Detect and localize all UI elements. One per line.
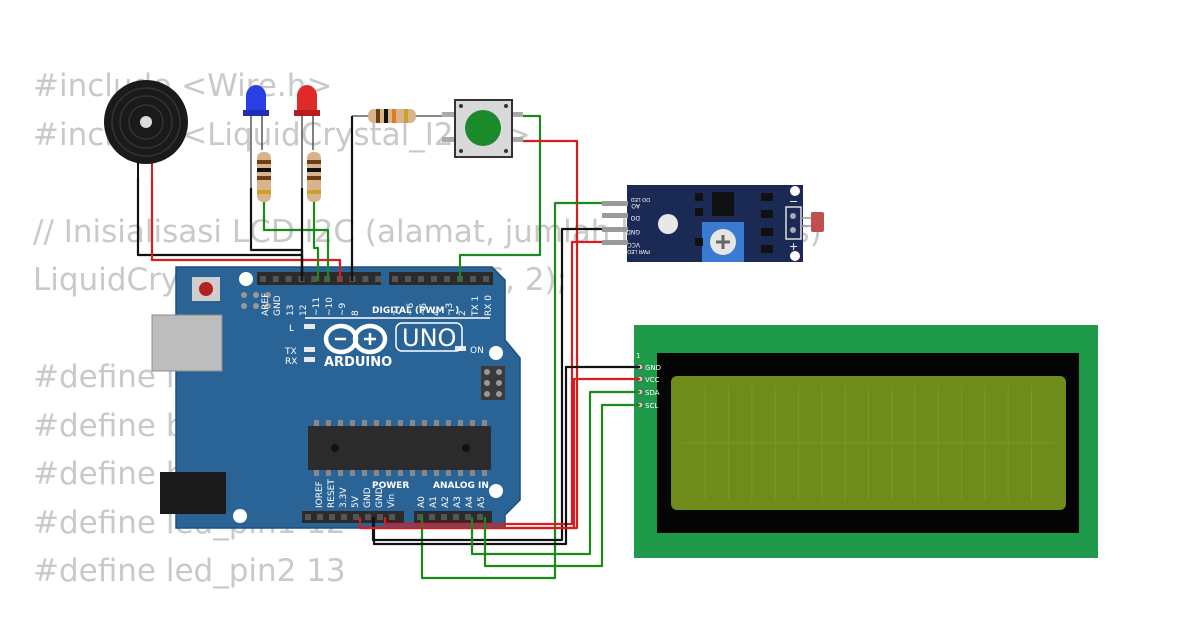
wire-blue-led-pin xyxy=(262,202,330,281)
wire-lcd-gnd xyxy=(372,365,640,546)
lcd-pin-label: SCL xyxy=(645,402,658,410)
rx-led-label: RX xyxy=(285,357,297,367)
do-led-label: DO LED xyxy=(631,196,650,202)
analog-pin-label: A4 xyxy=(465,496,475,508)
lcd-pin-label: GND xyxy=(645,364,661,372)
digital-pin-label: TX 1 xyxy=(471,296,481,317)
lcd-1602-i2c[interactable]: 1 GND VCC SDA SCL xyxy=(634,325,1098,558)
digital-pin-label: 13 xyxy=(286,305,296,316)
analog-pin-label: A2 xyxy=(441,496,451,508)
comparator-chip xyxy=(712,192,734,216)
analog-pin-label: A3 xyxy=(453,496,463,508)
wire-lcd-vcc xyxy=(360,377,640,530)
analog-header-label: ANALOG IN xyxy=(433,481,489,491)
wire-red-led-pin xyxy=(312,202,320,281)
lcd-pin-number: 1 xyxy=(636,352,640,360)
resistor-blue-led[interactable] xyxy=(257,152,271,202)
digital-pin-label: ~9 xyxy=(338,302,348,316)
ldr-pin-label: VCC xyxy=(628,241,640,248)
ldr-pin-label: DO xyxy=(630,214,640,221)
lcd-pin-label: SDA xyxy=(645,389,660,397)
photoresistor xyxy=(811,212,824,232)
digital-pin-label: 4 xyxy=(432,310,442,316)
digital-pin-label: ~10 xyxy=(325,297,335,316)
power-pin-label: IOREF xyxy=(315,481,325,508)
digital-pin-label: ~11 xyxy=(312,297,322,316)
wires xyxy=(136,114,640,580)
power-pin-label: 5V xyxy=(351,495,361,508)
digital-pin-label: 8 xyxy=(351,310,361,316)
resistor-red-led[interactable] xyxy=(307,152,321,202)
digital-pin-label: 2 xyxy=(458,310,468,316)
arduino-logo-icon xyxy=(323,323,388,355)
analog-pin-label: A0 xyxy=(417,496,427,508)
blue-led[interactable] xyxy=(243,85,269,190)
digital-pin-label: ~3 xyxy=(445,303,455,316)
ldr-minus-label: − xyxy=(789,195,798,208)
buzzer[interactable] xyxy=(104,80,188,180)
pushbutton[interactable] xyxy=(442,99,523,158)
wire-buzzer-pin8 xyxy=(150,178,342,281)
on-led-label: ON xyxy=(470,346,484,356)
l-led-label: L xyxy=(289,324,294,334)
ldr-pin-label: AO xyxy=(631,202,640,209)
ldr-sensor-module[interactable]: − + AO DO GND VCC DO LED PWR LED xyxy=(602,185,824,262)
digital-pin-label: GND xyxy=(273,295,283,316)
wire-ldr-ao xyxy=(420,201,602,580)
digital-pin-label: AREF xyxy=(261,293,271,316)
digital-pin-label: 7 xyxy=(393,310,403,316)
code-line: #define led_pin2 13 xyxy=(33,553,346,589)
resistor-button[interactable] xyxy=(352,109,444,123)
digital-header-label: DIGITAL (PWM ~) xyxy=(372,306,459,316)
power-header-label: POWER xyxy=(372,481,409,491)
digital-header-right xyxy=(389,272,493,285)
power-pin-label: GND xyxy=(363,487,373,508)
power-pin-label: Vin xyxy=(387,494,397,508)
pwr-led-label: PWR LED xyxy=(627,248,650,254)
ldr-plus-label: + xyxy=(789,240,798,253)
power-pin-label: 3.3V xyxy=(339,487,349,508)
analog-pin-label: A1 xyxy=(429,496,439,508)
usb-port xyxy=(151,314,223,372)
digital-pin-label: 12 xyxy=(299,305,309,316)
digital-pin-label: ~5 xyxy=(419,303,429,316)
wire-lcd-scl xyxy=(483,403,640,568)
power-jack xyxy=(160,472,226,514)
wire-lcd-sda xyxy=(470,390,640,556)
digital-pin-label: ~6 xyxy=(406,302,416,316)
ldr-pin-label: GND xyxy=(626,228,640,235)
power-pin-label: RESET xyxy=(327,479,337,508)
lcd-pin-label: VCC xyxy=(645,376,660,384)
red-led[interactable] xyxy=(294,85,320,190)
digital-pin-label: RX 0 xyxy=(484,295,494,316)
power-pin-label: GND xyxy=(375,487,385,508)
tx-led-label: TX xyxy=(284,347,297,357)
arduino-model: UNO xyxy=(402,324,456,352)
analog-pin-label: A5 xyxy=(477,496,487,508)
wire-ldr-vcc xyxy=(383,240,602,526)
wire-button-pin2 xyxy=(458,114,542,281)
wire-button-5v xyxy=(358,139,579,530)
arduino-brand: ARDUINO xyxy=(324,355,392,370)
button-cap[interactable] xyxy=(465,110,501,146)
